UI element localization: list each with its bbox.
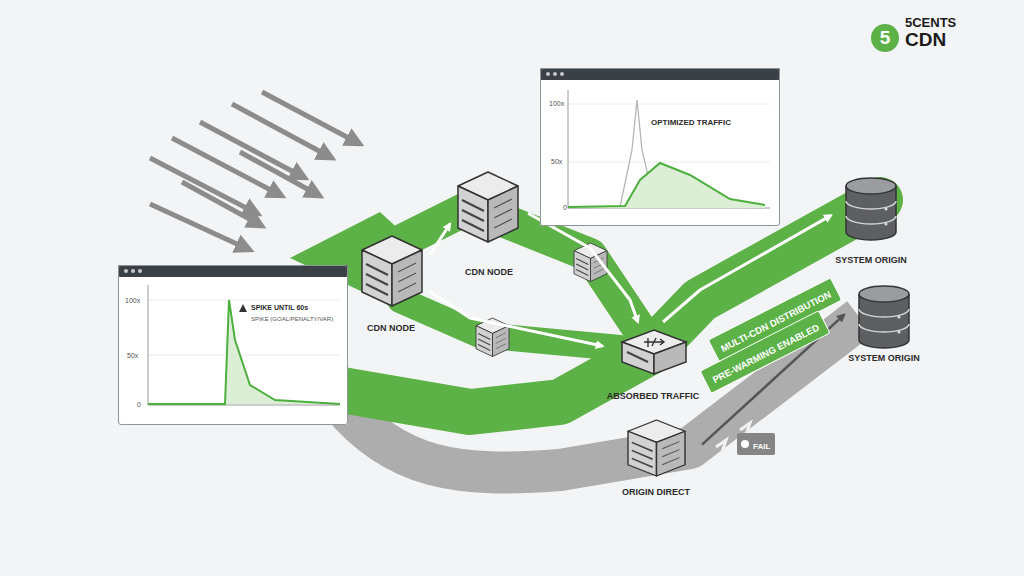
database-icon — [859, 286, 909, 348]
axis-label: 100x — [549, 100, 564, 107]
optimized-chart — [540, 68, 780, 226]
spike-chart — [118, 265, 348, 425]
axis-label: 0 — [137, 401, 141, 408]
brand-text: CDN — [905, 29, 946, 51]
cdn-node: CDN NODE — [352, 228, 430, 334]
database-icon — [846, 178, 896, 240]
axis-label: 50x — [127, 352, 138, 359]
traffic-connector — [528, 213, 638, 322]
incoming-traffic — [150, 92, 360, 250]
server-icon — [362, 236, 422, 306]
node-label: 5 — [880, 27, 891, 49]
traffic-connector — [430, 224, 450, 255]
node-label: SYSTEM ORIGIN — [835, 255, 907, 265]
fail-badge: FAIL — [737, 433, 775, 455]
cdn-node: CDN NODE — [450, 170, 528, 278]
system-origin: SYSTEM ORIGIN — [831, 174, 911, 266]
origin-direct: ORIGIN DIRECT — [610, 416, 702, 498]
axis-label: 0 — [563, 204, 567, 211]
axis-label: 50x — [551, 158, 562, 165]
brand-text: 5CENTS — [905, 15, 956, 30]
router-icon — [622, 330, 686, 374]
node-label: CDN NODE — [465, 267, 513, 277]
system-origin: SYSTEM ORIGIN — [844, 282, 924, 364]
chart-window: 100x 50x 0 OPTIMIZED TRAFFIC — [540, 68, 780, 226]
axis-label: 100x — [125, 297, 140, 304]
cdn-band — [330, 200, 880, 412]
router-node: ABSORBED TRAFFIC — [603, 322, 704, 402]
logo-badge: 5 — [871, 24, 899, 52]
traffic-connector — [430, 292, 603, 346]
server-icon — [458, 172, 518, 242]
node-label: SYSTEM ORIGIN — [848, 353, 920, 363]
node-label: CDN NODE — [367, 323, 415, 333]
chart-annotation: OPTIMIZED TRAFFIC — [651, 118, 731, 127]
node-label: ABSORBED TRAFFIC — [607, 391, 700, 401]
node-label: FAIL — [753, 442, 770, 451]
node-label: ORIGIN DIRECT — [622, 487, 690, 497]
chart-window: 100x 50x 0 SPIKE UNTIL 60sSPIKE (GOAL/PENAL… — [118, 265, 348, 425]
origin-server-icon — [628, 420, 685, 476]
chart-annotation: SPIKE UNTIL 60s — [251, 304, 308, 311]
axis-label: SPIKE (GOAL/PENALTY/VAR) — [251, 316, 333, 322]
